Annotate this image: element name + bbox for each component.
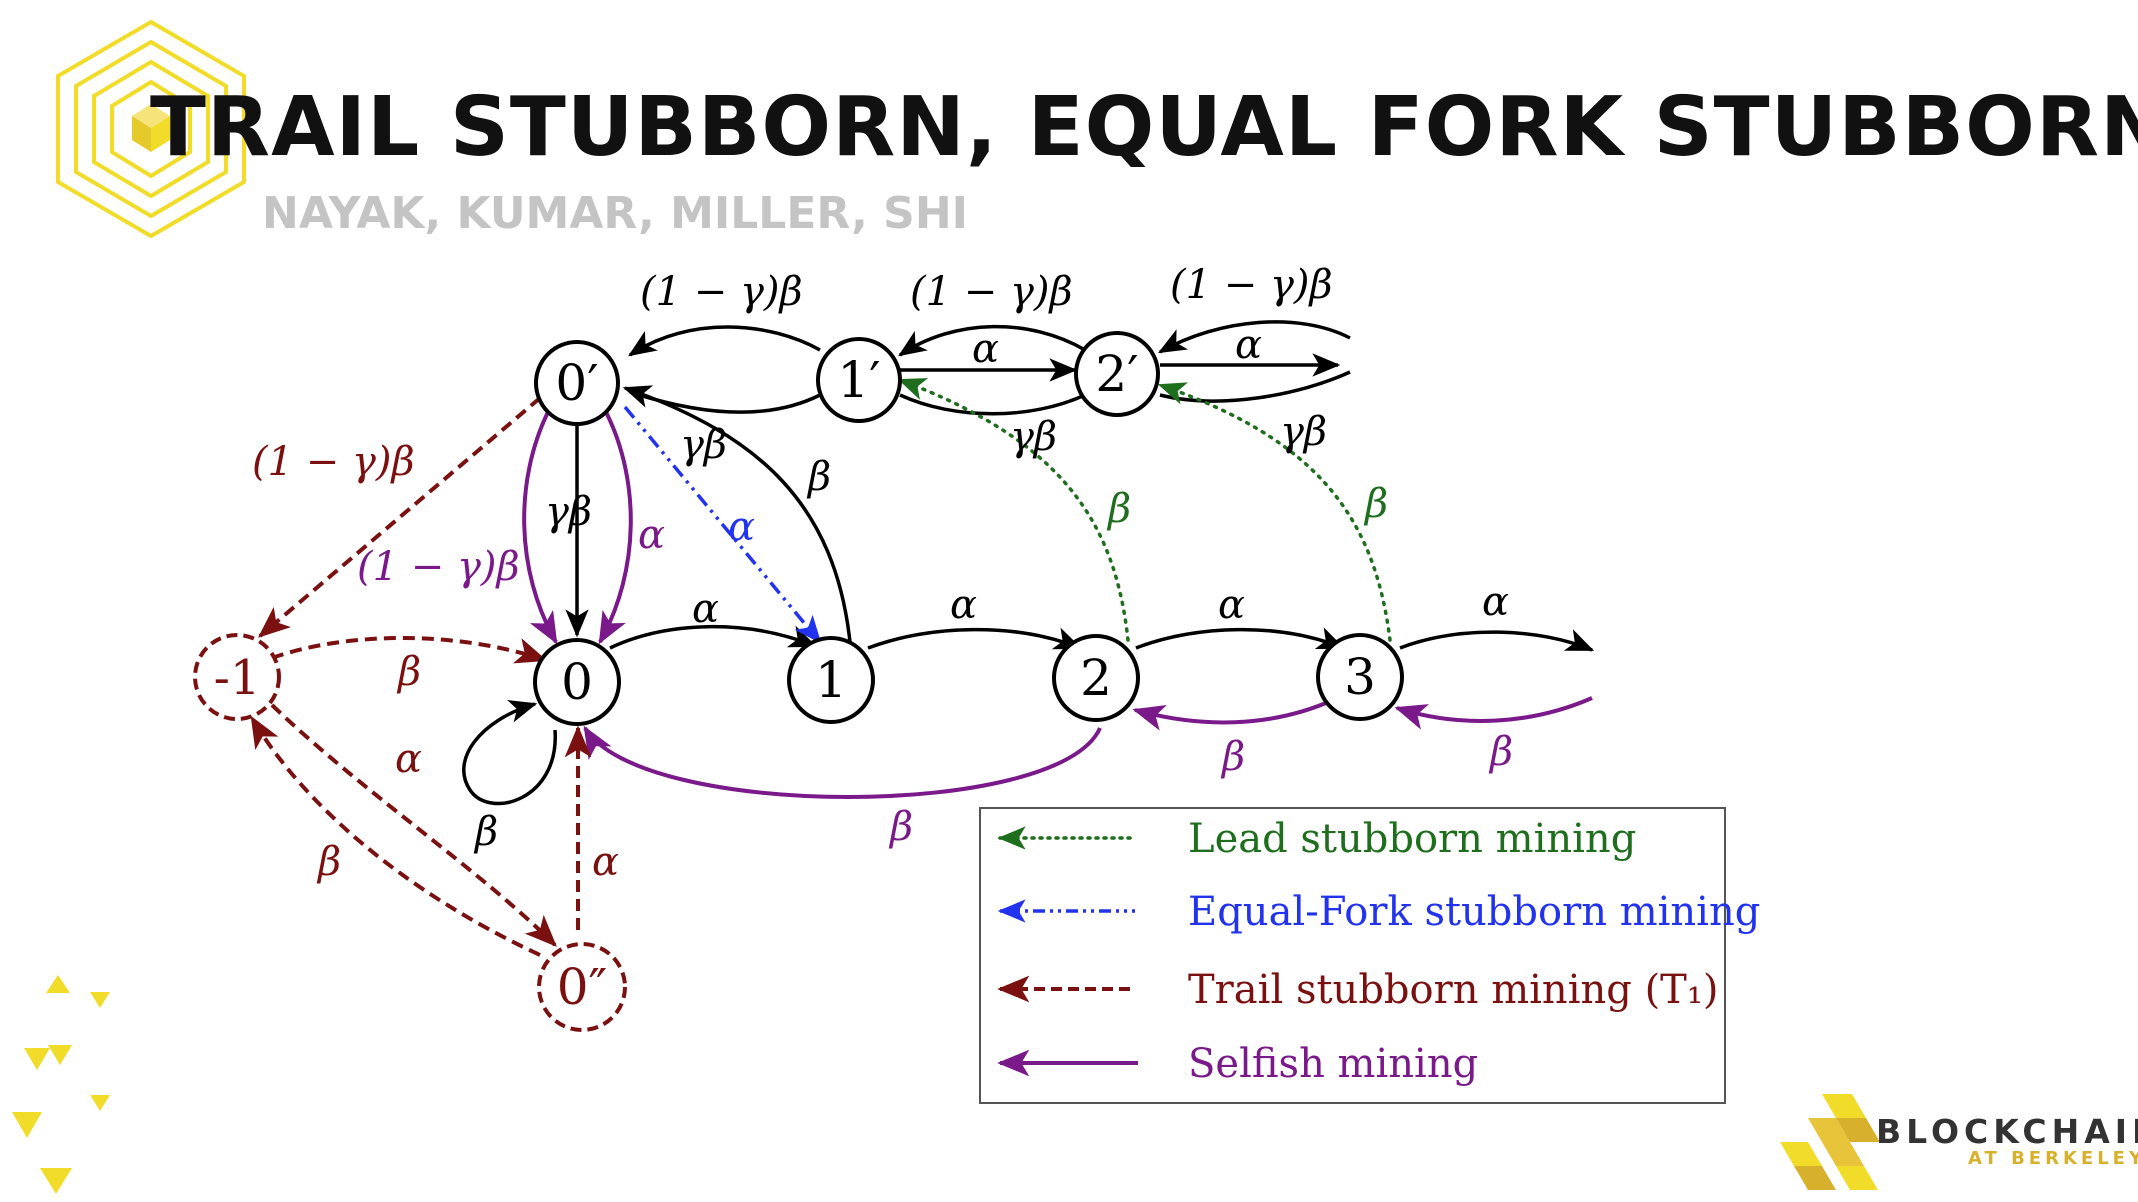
legend-item-trail: Trail stubborn mining (T₁) (997, 967, 1719, 1013)
node-minus-1: -1 (193, 633, 281, 721)
edge-1-to-0p (622, 385, 852, 643)
label-beta-selfish-2-0: β (888, 804, 913, 850)
edge-1p-to-0p-top (628, 325, 821, 357)
node-0-prime-label: 0′ (555, 354, 598, 412)
node-2-label: 2 (1080, 649, 1112, 707)
decorative-triangles (12, 975, 110, 1194)
node-1-prime: 1′ (816, 337, 902, 423)
legend-label-trail: Trail stubborn mining (T₁) (1188, 967, 1719, 1013)
label-equal-alpha: α (728, 504, 755, 550)
label-beta-0pp-m1: β (316, 839, 341, 885)
label-gb-2p: γβ (1280, 409, 1327, 455)
edge-trail-m1-to-0pp (270, 703, 557, 947)
node-2-prime-label: 2′ (1095, 345, 1138, 403)
edge-lead-2-to-1p (897, 378, 1130, 642)
edge-1p-2p-bottom (899, 393, 1086, 416)
label-beta-selfish-right-3: β (1488, 729, 1513, 775)
node-3-label: 3 (1344, 648, 1376, 706)
brand-name: BLOCKCHAIN (1876, 1112, 2138, 1151)
node-1-prime-label: 1′ (837, 351, 880, 409)
label-beta-m1-0: β (396, 649, 421, 695)
legend-label-lead: Lead stubborn mining (1188, 816, 1636, 862)
blockchain-berkeley-logo (1780, 1094, 1880, 1190)
edge-selfish-3-to-2 (1132, 698, 1334, 731)
edge-3-to-right (1399, 629, 1595, 652)
label-gb-1p: γβ (1010, 414, 1057, 460)
edge-equal-fork-0p-to-1 (623, 405, 822, 644)
label-alpha-0-1: α (692, 586, 719, 632)
label-gb-0p-0: γβ (545, 489, 592, 535)
legend: Lead stubborn mining Equal-Fork stubborn… (979, 807, 1760, 1104)
node-minus-1-label: -1 (214, 650, 261, 706)
legend-item-selfish: Selfish mining (997, 1041, 1478, 1087)
label-top-1p-2p: (1 − γ)β (910, 269, 1073, 315)
node-0-double-prime: 0″ (537, 942, 627, 1032)
label-top-0p-1p: (1 − γ)β (640, 269, 803, 315)
edge-trail-0p-to-m1 (257, 396, 542, 638)
label-beta-lead-2: β (1106, 486, 1131, 532)
label-beta-1-0p: β (806, 454, 831, 500)
label-alpha-m1-0pp: α (395, 736, 422, 782)
node-0-label: 0 (561, 653, 593, 711)
node-0-prime: 0′ (534, 340, 620, 426)
legend-item-lead: Lead stubborn mining (997, 816, 1636, 862)
legend-label-equal-fork: Equal-Fork stubborn mining (1188, 889, 1760, 935)
edge-selfish-0p-to-0-left (522, 411, 558, 645)
edge-trail-0pp-to-m1 (250, 715, 541, 957)
label-trail-0p-m1: (1 − γ)β (252, 439, 415, 485)
edge-2p-to-1p-top (898, 324, 1086, 357)
edge-selfish-2-to-0 (583, 725, 1102, 799)
slide-subtitle: NAYAK, KUMAR, MILLER, SHI (262, 188, 969, 239)
label-alpha-3-right: α (1482, 579, 1509, 625)
brand-sub: AT BERKELEY (1968, 1148, 2138, 1169)
label-beta-loop-0: β (473, 809, 498, 855)
label-alpha-0pp-0: α (592, 839, 619, 885)
label-top-2p-right: (1 − γ)β (1170, 262, 1333, 308)
node-3: 3 (1316, 633, 1404, 721)
node-1: 1 (787, 636, 875, 724)
node-0: 0 (533, 638, 621, 726)
slide-title: TRAIL STUBBORN, EQUAL FORK STUBBORN (150, 80, 2138, 175)
label-beta-selfish-3-2: β (1220, 734, 1245, 780)
node-2-prime: 2′ (1074, 331, 1160, 417)
edge-0-self-loop (462, 699, 557, 806)
label-beta-lead-3: β (1363, 481, 1388, 527)
edge-2-to-3 (1135, 627, 1346, 650)
edge-selfish-0p-to-0-right (598, 411, 633, 645)
edge-trail-m1-to-0 (271, 636, 548, 664)
legend-item-equal-fork: Equal-Fork stubborn mining (997, 889, 1760, 935)
edge-lead-3-to-2p (1157, 382, 1392, 642)
label-alpha-2-3: α (1218, 582, 1245, 628)
label-alpha-1p-2p: α (972, 326, 999, 372)
label-selfish-0p-0-left: (1 − γ)β (357, 544, 520, 590)
legend-label-selfish: Selfish mining (1188, 1041, 1478, 1087)
edge-selfish-right-to-3 (1394, 696, 1593, 730)
node-1-label: 1 (815, 651, 847, 709)
label-alpha-1-2: α (950, 582, 977, 628)
node-2: 2 (1052, 634, 1140, 722)
edge-0-to-1 (609, 624, 818, 650)
edge-right-to-2p-top (1157, 320, 1351, 354)
node-0-double-prime-label: 0″ (557, 958, 608, 1016)
edge-1-to-2 (867, 627, 1083, 650)
label-alpha-2p-right: α (1235, 322, 1262, 368)
label-gb-0p-from1: γβ (680, 422, 727, 468)
label-selfish-alpha-0p: α (638, 512, 665, 558)
